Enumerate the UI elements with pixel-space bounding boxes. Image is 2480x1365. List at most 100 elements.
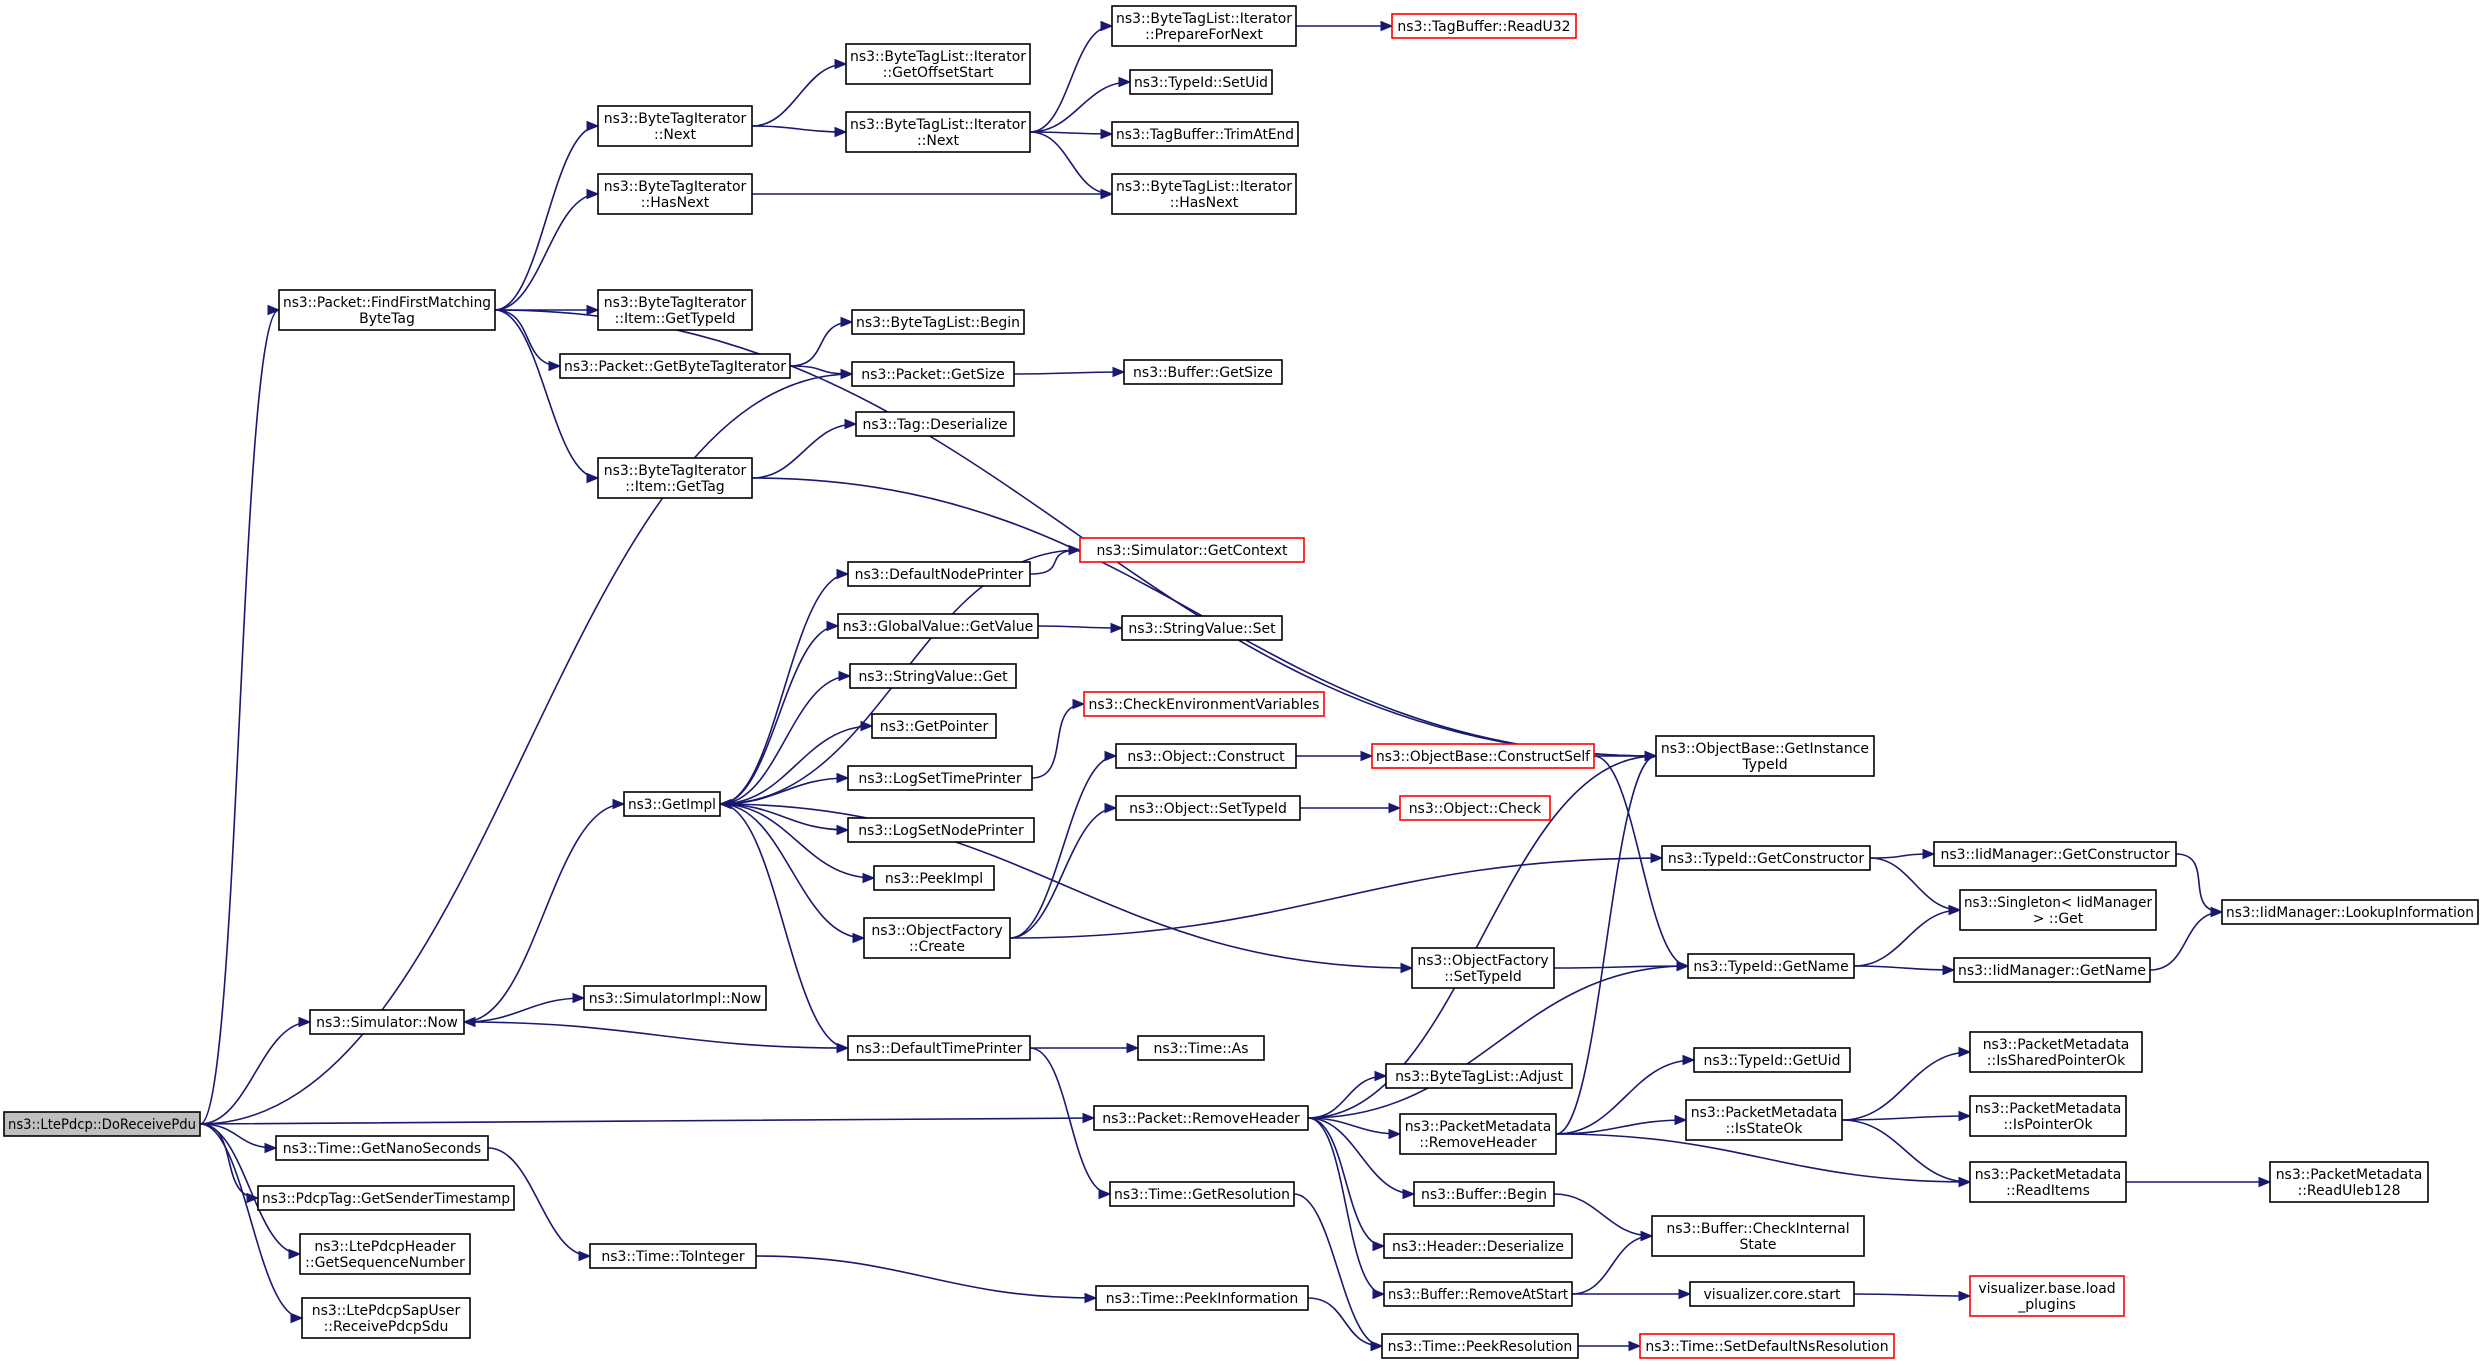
graph-node-tagbuf-trim[interactable]: ns3::TagBuffer::TrimAtEnd (1111, 121, 1299, 147)
node-label: ns3::DefaultNodePrinter (855, 567, 1024, 583)
graph-node-objfactory-settypeid[interactable]: ns3::ObjectFactory::SetTypeId (1411, 947, 1555, 989)
node-label: TypeId (1741, 757, 1787, 773)
graph-node-getpointer[interactable]: ns3::GetPointer (871, 713, 997, 739)
call-edge-btl-it-next-to-btl-it-hasnext (1029, 131, 1114, 200)
graph-node-getimpl[interactable]: ns3::GetImpl (623, 791, 721, 817)
graph-node-pm-removeheader[interactable]: ns3::PacketMetadata::RemoveHeader (1399, 1113, 1557, 1155)
graph-node-iid-lookup[interactable]: ns3::IidManager::LookupInformation (2221, 899, 2479, 925)
node-label: ns3::GetPointer (880, 719, 989, 735)
node-frame (1685, 1099, 1843, 1141)
graph-node-sim-getcontext[interactable]: ns3::Simulator::GetContext (1079, 537, 1305, 563)
graph-node-bti-item-gettag[interactable]: ns3::ByteTagIterator::Item::GetTag (597, 457, 753, 499)
graph-node-gv-getvalue[interactable]: ns3::GlobalValue::GetValue (837, 613, 1039, 639)
graph-node-pkt-getsize[interactable]: ns3::Packet::GetSize (851, 361, 1015, 387)
arrowhead-icon (1674, 1114, 1688, 1126)
graph-node-objfactory-create[interactable]: ns3::ObjectFactory::Create (863, 917, 1011, 959)
node-label: ns3::Header::Deserialize (1392, 1239, 1564, 1255)
graph-node-pm-issharedok[interactable]: ns3::PacketMetadata::IsSharedPointerOk (1969, 1031, 2143, 1073)
graph-node-sv-get[interactable]: ns3::StringValue::Get (849, 663, 1017, 689)
call-edge-typeid-getconstructor-to-iid-getconstructor (1869, 848, 1936, 860)
graph-node-viz-load-plugins[interactable]: visualizer.base.load_plugins (1969, 1275, 2125, 1317)
graph-node-btl-it-offset[interactable]: ns3::ByteTagList::Iterator::GetOffsetSta… (845, 43, 1031, 85)
graph-node-simimpl-now[interactable]: ns3::SimulatorImpl::Now (583, 985, 767, 1011)
node-frame (275, 1135, 489, 1161)
graph-node-typeid-getname[interactable]: ns3::TypeId::GetName (1687, 953, 1855, 979)
graph-node-sim-now[interactable]: ns3::Simulator::Now (309, 1009, 465, 1035)
call-edge-root-to-pkt-getsize (199, 368, 854, 1125)
graph-node-btl-it-hasnext[interactable]: ns3::ByteTagList::Iterator::HasNext (1111, 173, 1297, 215)
node-label: ns3::Time::PeekInformation (1106, 1291, 1299, 1307)
node-frame (589, 1243, 757, 1269)
graph-node-def-time-printer[interactable]: ns3::DefaultTimePrinter (847, 1035, 1031, 1061)
graph-node-time-getnanos[interactable]: ns3::Time::GetNanoSeconds (275, 1135, 489, 1161)
graph-node-time-tointeger[interactable]: ns3::Time::ToInteger (589, 1243, 757, 1269)
graph-node-objbase-constructself[interactable]: ns3::ObjectBase::ConstructSelf (1371, 743, 1595, 769)
graph-node-ltepdcpsap-recv[interactable]: ns3::LtePdcpSapUser::ReceivePdcpSdu (301, 1297, 471, 1339)
graph-node-log-set-node[interactable]: ns3::LogSetNodePrinter (847, 817, 1035, 843)
graph-node-pm-readuleb[interactable]: ns3::PacketMetadata::ReadUleb128 (2269, 1161, 2429, 1203)
node-frame (257, 1185, 515, 1211)
graph-node-time-getres[interactable]: ns3::Time::GetResolution (1109, 1181, 1295, 1207)
graph-node-pkt-getbti[interactable]: ns3::Packet::GetByteTagIterator (559, 353, 791, 379)
graph-node-typeid-getuid[interactable]: ns3::TypeId::GetUid (1693, 1047, 1851, 1073)
arrowhead-icon (838, 670, 852, 682)
graph-node-pm-isstateok[interactable]: ns3::PacketMetadata::IsStateOk (1685, 1099, 1843, 1141)
arrowhead-icon (1402, 1188, 1416, 1200)
node-label: ns3::StringValue::Get (858, 669, 1008, 685)
graph-node-bti-hasnext[interactable]: ns3::ByteTagIterator::HasNext (597, 173, 753, 215)
graph-node-iid-getconstructor[interactable]: ns3::IidManager::GetConstructor (1933, 841, 2177, 867)
graph-node-typeid-getconstructor[interactable]: ns3::TypeId::GetConstructor (1661, 845, 1871, 871)
graph-node-tagbuf-readu32[interactable]: ns3::TagBuffer::ReadU32 (1391, 13, 1577, 39)
graph-node-btl-it-prepare[interactable]: ns3::ByteTagList::Iterator::PrepareForNe… (1111, 5, 1297, 47)
graph-node-buf-getsize[interactable]: ns3::Buffer::GetSize (1123, 359, 1283, 385)
graph-node-pm-readitems[interactable]: ns3::PacketMetadata::ReadItems (1969, 1161, 2127, 1203)
graph-node-time-peekinfo[interactable]: ns3::Time::PeekInformation (1095, 1285, 1309, 1311)
arrowhead-icon (1104, 802, 1118, 814)
graph-node-header-deser[interactable]: ns3::Header::Deserialize (1383, 1233, 1573, 1259)
graph-node-viz-core-start[interactable]: visualizer.core.start (1689, 1281, 1855, 1307)
call-edge-btl-it-next-to-tagbuf-trim (1029, 128, 1114, 140)
graph-node-check-env[interactable]: ns3::CheckEnvironmentVariables (1083, 691, 1325, 717)
call-edge-sim-now-to-getimpl (463, 798, 626, 1023)
graph-node-tag-deser[interactable]: ns3::Tag::Deserialize (855, 411, 1015, 437)
graph-node-pm-ispointerok[interactable]: ns3::PacketMetadata::IsPointerOk (1969, 1095, 2127, 1137)
graph-node-peekimpl[interactable]: ns3::PeekImpl (873, 865, 995, 891)
graph-node-pdcptag-getsender[interactable]: ns3::PdcpTag::GetSenderTimestamp (257, 1185, 515, 1211)
graph-node-bti-next[interactable]: ns3::ByteTagIterator::Next (597, 105, 753, 147)
graph-node-iid-getname[interactable]: ns3::IidManager::GetName (1953, 957, 2151, 983)
graph-node-buf-begin[interactable]: ns3::Buffer::Begin (1413, 1181, 1555, 1207)
graph-node-pkt-removeheader[interactable]: ns3::Packet::RemoveHeader (1093, 1105, 1309, 1131)
graph-node-time-setdefault[interactable]: ns3::Time::SetDefaultNsResolution (1639, 1333, 1895, 1359)
arrowhead-icon (1958, 1176, 1972, 1188)
graph-node-def-node-printer[interactable]: ns3::DefaultNodePrinter (847, 561, 1031, 587)
call-edge-pkt-removeheader-to-btl-adjust (1307, 1070, 1388, 1119)
node-layer: ns3::LtePdcp::DoReceivePdu ns3::Packet::F… (3, 5, 2479, 1359)
call-edge-pm-isstateok-to-pm-issharedok (1841, 1046, 1972, 1121)
graph-node-ltepdcphdr-getseq[interactable]: ns3::LtePdcpHeader::GetSequenceNumber (299, 1233, 471, 1275)
graph-node-time-peekres[interactable]: ns3::Time::PeekResolution (1381, 1333, 1579, 1359)
node-label: ns3::TypeId::GetUid (1703, 1053, 1840, 1069)
root-node[interactable]: ns3::LtePdcp::DoReceivePdu (3, 1111, 201, 1137)
graph-node-log-set-time[interactable]: ns3::LogSetTimePrinter (847, 765, 1033, 791)
graph-node-obj-construct[interactable]: ns3::Object::Construct (1115, 743, 1297, 769)
graph-node-bti-item-typeid[interactable]: ns3::ByteTagIterator::Item::GetTypeId (597, 289, 753, 331)
call-edge-getimpl-to-def-time-printer (719, 803, 850, 1054)
node-label: ns3::Object::Construct (1127, 749, 1285, 765)
graph-node-obj-check[interactable]: ns3::Object::Check (1399, 795, 1551, 821)
graph-node-btl-adjust[interactable]: ns3::ByteTagList::Adjust (1385, 1063, 1573, 1089)
graph-node-sv-set[interactable]: ns3::StringValue::Set (1121, 615, 1283, 641)
graph-node-btl-begin[interactable]: ns3::ByteTagList::Begin (851, 309, 1025, 335)
graph-node-buf-removeatstart[interactable]: ns3::Buffer::RemoveAtStart (1383, 1281, 1573, 1307)
graph-node-btl-it-next[interactable]: ns3::ByteTagList::Iterator::Next (845, 111, 1031, 153)
graph-node-obj-settypeid[interactable]: ns3::Object::SetTypeId (1115, 795, 1301, 821)
node-label: ns3::Object::SetTypeId (1129, 801, 1287, 817)
graph-node-time-as[interactable]: ns3::Time::As (1137, 1035, 1265, 1061)
arrowhead-icon (840, 316, 854, 328)
node-frame (1121, 615, 1283, 641)
arrowhead-icon (578, 1250, 592, 1262)
graph-node-singleton-get[interactable]: ns3::Singleton< IidManager> ::Get (1959, 889, 2157, 931)
graph-node-typeid-setuid[interactable]: ns3::TypeId::SetUid (1129, 69, 1273, 95)
